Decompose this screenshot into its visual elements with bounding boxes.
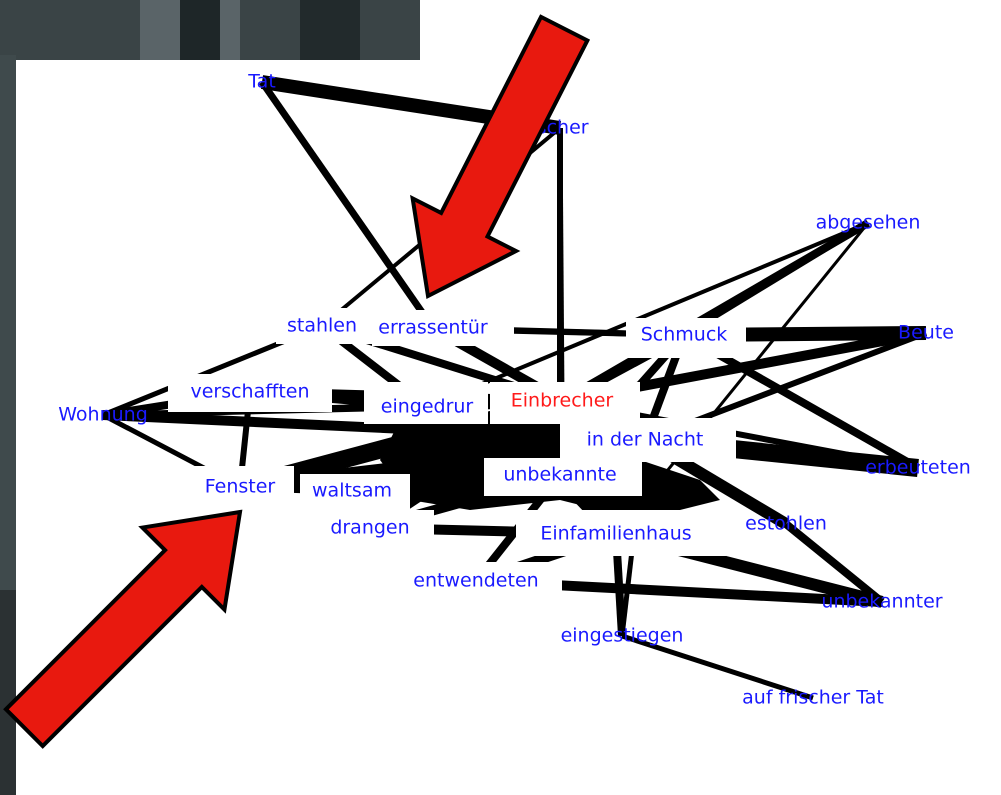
node-label-background bbox=[276, 308, 372, 344]
node-label: Wohnung bbox=[58, 404, 148, 426]
graph-node-einfamilienhaus[interactable]: Einfamilienhaus bbox=[516, 510, 726, 556]
node-label-background bbox=[364, 382, 488, 424]
node-label: unbekannter bbox=[821, 591, 942, 613]
node-label: verschafften bbox=[190, 381, 309, 403]
graph-node-abgesehen[interactable]: abgesehen bbox=[816, 212, 921, 234]
graph-node-drangen[interactable]: drangen bbox=[308, 510, 434, 550]
node-label-background bbox=[560, 418, 736, 462]
node-label: abgesehen bbox=[816, 212, 921, 234]
graph-node-terrassentuer[interactable]: errassentür bbox=[372, 310, 514, 346]
graph-node-fenster[interactable]: Fenster bbox=[186, 466, 294, 508]
node-label: stahlen bbox=[287, 315, 357, 337]
node-label-background bbox=[390, 562, 562, 602]
node-label: errassentür bbox=[378, 317, 488, 339]
graph-edge-abgesehen-schmuck bbox=[682, 220, 870, 338]
node-label: waltsam bbox=[312, 480, 392, 502]
graph-node-wohnung[interactable]: Wohnung bbox=[58, 404, 148, 426]
node-label-background bbox=[186, 466, 294, 508]
node-label-background bbox=[516, 510, 726, 556]
graph-node-einbrecher[interactable]: Einbrecher bbox=[490, 382, 640, 424]
node-label-background bbox=[168, 374, 332, 412]
node-label: unbekannte bbox=[503, 464, 616, 486]
node-label-background bbox=[300, 474, 410, 510]
node-label-background bbox=[490, 382, 640, 424]
node-label: Schmuck bbox=[641, 324, 728, 346]
node-label: Einfamilienhaus bbox=[540, 523, 691, 545]
node-label: estohlen bbox=[745, 513, 827, 535]
graph-node-eingedrungen[interactable]: eingedrur bbox=[364, 382, 488, 424]
graph-node-unbekannter[interactable]: unbekannter bbox=[821, 591, 942, 613]
red-arrow-down bbox=[410, 14, 591, 300]
graph-edge-frischer-einbrecher bbox=[557, 127, 565, 402]
graph-node-beute[interactable]: Beute bbox=[898, 322, 954, 344]
node-label: in der Nacht bbox=[587, 429, 704, 451]
node-label-background bbox=[484, 458, 642, 496]
node-label: eingedrur bbox=[381, 396, 474, 418]
graph-node-unbekannte[interactable]: unbekannte bbox=[484, 458, 642, 496]
graph-node-gewaltsam[interactable]: waltsam bbox=[300, 474, 410, 510]
graph-node-erbeuteten[interactable]: erbeuteten bbox=[865, 457, 971, 479]
graph-node-tat[interactable]: Tat bbox=[247, 71, 276, 93]
graph-node-verschafften[interactable]: verschafften bbox=[168, 374, 332, 412]
node-label: eingestiegen bbox=[561, 625, 684, 647]
node-label: drangen bbox=[330, 517, 409, 539]
node-label-background bbox=[626, 318, 746, 358]
graph-node-stahlen[interactable]: stahlen bbox=[276, 308, 372, 344]
graph-edge-gestohlen-unbekannter bbox=[783, 520, 885, 606]
node-label: Fenster bbox=[205, 476, 276, 498]
graph-edge-abgesehen-eingedrungen bbox=[426, 221, 869, 409]
node-label: entwendeten bbox=[413, 570, 538, 592]
graph-edge-tat-terrassentuer bbox=[259, 80, 436, 330]
graph-node-eingestiegen[interactable]: eingestiegen bbox=[561, 625, 684, 647]
graph-edge-eingestiegen-auf_frischer_tat bbox=[621, 633, 814, 701]
node-label: erbeuteten bbox=[865, 457, 971, 479]
node-label: Tat bbox=[247, 71, 276, 93]
graph-node-auf_frischer_tat[interactable]: auf frischer Tat bbox=[742, 687, 884, 709]
node-label: Einbrecher bbox=[511, 390, 614, 412]
node-label: Beute bbox=[898, 322, 954, 344]
red-arrow-up bbox=[3, 509, 243, 749]
annotation-arrows bbox=[3, 14, 591, 749]
node-label-background bbox=[372, 310, 514, 346]
node-label: auf frischer Tat bbox=[742, 687, 884, 709]
graph-node-schmuck[interactable]: Schmuck bbox=[626, 318, 746, 358]
graph-node-nacht[interactable]: in der Nacht bbox=[560, 418, 736, 462]
graph-node-entwendeten[interactable]: entwendeten bbox=[390, 562, 562, 602]
graph-node-gestohlen[interactable]: estohlen bbox=[745, 513, 827, 535]
node-label-background bbox=[308, 510, 434, 550]
